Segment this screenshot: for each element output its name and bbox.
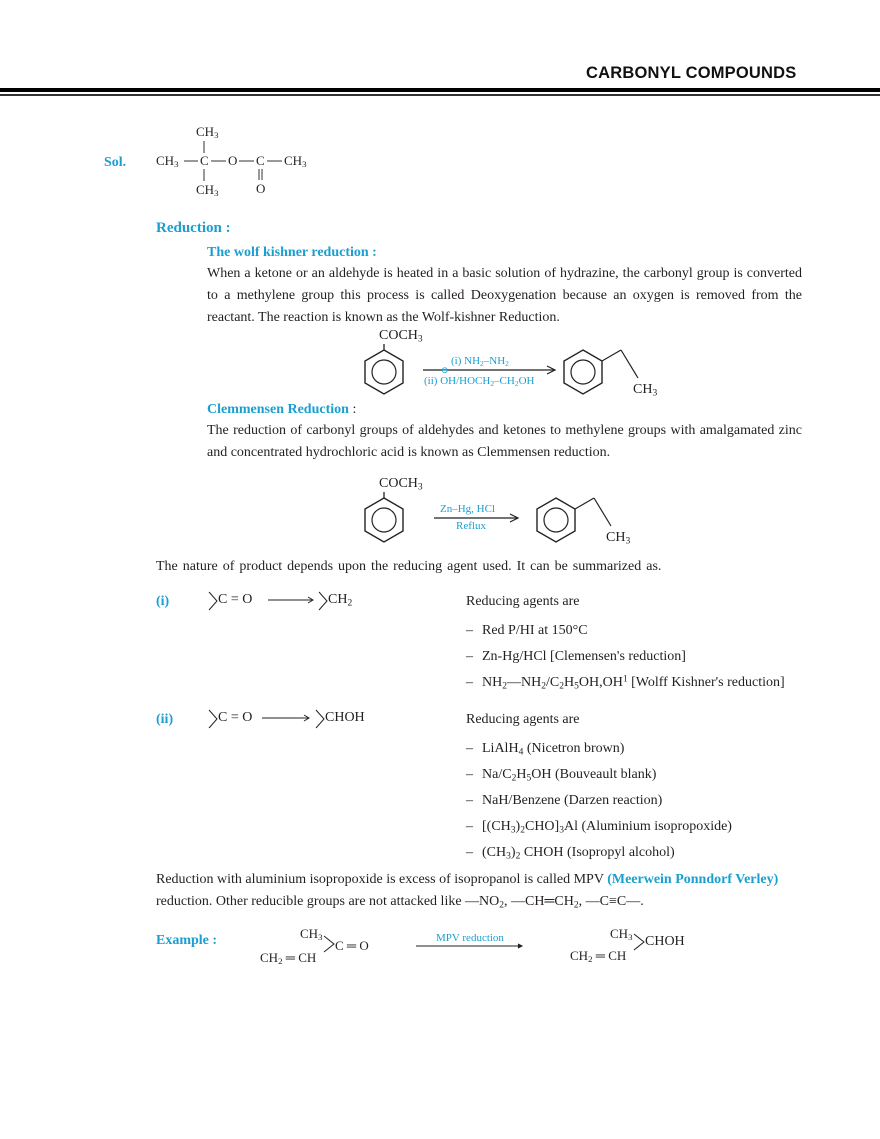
case-ii-label: (ii) bbox=[156, 712, 174, 727]
case-ii-agents-heading: Reducing agents are bbox=[466, 712, 580, 727]
header-rule-thick bbox=[0, 88, 880, 92]
acetophenone-label: COCH3 bbox=[379, 476, 423, 493]
wolf-reagent-top: (i) NH2–NH2 bbox=[451, 355, 509, 368]
example-reactant: CH3 CH2 ═ CH C ═ O bbox=[260, 926, 369, 967]
hydroxide-charge-icon: ⊖ bbox=[441, 365, 449, 375]
case-ii-agent-5: –(CH3)2 CHOH (Isopropyl alcohol) bbox=[466, 845, 675, 862]
wolf-kishner-heading: The wolf kishner reduction : bbox=[207, 245, 377, 260]
case-ii-agent-2: –Na/C2H5OH (Bouveault blank) bbox=[466, 767, 657, 784]
reduction-heading: Reduction : bbox=[156, 220, 231, 236]
clemmensen-reagent-top: Zn–Hg, HCl bbox=[440, 503, 495, 515]
case-ii-agent-4: –[(CH3)2CHO]3Al (Aluminium isopropoxide) bbox=[466, 819, 732, 836]
clemmensen-paragraph: The reduction of carbonyl groups of alde… bbox=[207, 423, 802, 460]
clemmensen-reaction: COCH3 Zn–Hg, HCl Reflux CH3 bbox=[355, 474, 655, 554]
example-product-right: CHOH bbox=[645, 934, 685, 949]
clemmensen-reagent-bottom: Reflux bbox=[456, 520, 486, 532]
wolf-kishner-reaction: COCH3 (i) NH2–NH2 ⊖ (ii) OH/HOCH2–CH2OH … bbox=[355, 326, 675, 406]
tert-butyl-acetate-structure: CH3 CH3 C O C CH3 CH3 O bbox=[156, 124, 307, 199]
mpv-highlight: (Meerwein Ponndorf Verley) bbox=[607, 872, 779, 887]
header-rule-thin bbox=[0, 94, 880, 96]
case-i-agents-heading: Reducing agents are bbox=[466, 594, 580, 609]
mpv-text-1: Reduction with aluminium isopropoxide is… bbox=[156, 872, 608, 887]
case-i-reactant: C = O bbox=[218, 592, 253, 607]
case-ii-agent-1: –LiAlH4 (Nicetron brown) bbox=[466, 741, 625, 758]
mpv-paragraph-line-2: reduction. Other reducible groups are no… bbox=[156, 894, 644, 911]
ethylbenzene-label: CH3 bbox=[633, 382, 658, 399]
page-header-title: CARBONYL COMPOUNDS bbox=[586, 64, 797, 82]
mpv-paragraph-line-1: Reduction with aluminium isopropoxide is… bbox=[156, 869, 806, 891]
wolf-kishner-paragraph: When a ketone or an aldehyde is heated i… bbox=[207, 266, 802, 325]
case-i-label: (i) bbox=[156, 594, 170, 609]
case-i-agent-3: –NH2—NH2/C2H5OH,OH1 [Wolff Kishner's red… bbox=[466, 674, 785, 692]
case-i-agent-2: –Zn-Hg/HCl [Clemensen's reduction] bbox=[466, 649, 686, 664]
case-i-product: CH2 bbox=[328, 592, 353, 609]
clemmensen-heading-suffix: : bbox=[348, 402, 357, 417]
solution-label: Sol. bbox=[104, 155, 127, 170]
summary-text: The nature of product depends upon the r… bbox=[156, 559, 662, 574]
acetophenone-label: COCH3 bbox=[379, 328, 423, 345]
case-ii-reactant: C = O bbox=[218, 710, 253, 725]
case-ii-agent-3: –NaH/Benzene (Darzen reaction) bbox=[466, 793, 663, 808]
benzene-ring-icon bbox=[364, 344, 639, 395]
benzene-ring-icon bbox=[364, 492, 612, 543]
clemmensen-heading: Clemmensen Reduction bbox=[207, 402, 349, 417]
case-i-agent-1: –Red P/HI at 150°C bbox=[466, 623, 588, 638]
mpv-reagent-label: MPV reduction bbox=[436, 932, 504, 944]
example-product: CH3 CH2 ═ CH CHOH bbox=[570, 926, 685, 965]
case-ii-equation: C = O CHOH bbox=[206, 708, 386, 734]
example-label: Example : bbox=[156, 933, 218, 948]
wolf-reagent-bottom: (ii) OH/HOCH2–CH2OH bbox=[424, 375, 535, 388]
ethylbenzene-label: CH3 bbox=[606, 530, 631, 547]
mpv-reaction-arrow: MPV reduction bbox=[414, 930, 524, 950]
case-i-equation: C = O CH2 bbox=[206, 590, 376, 616]
clemmensen-heading-line: Clemmensen Reduction : bbox=[207, 399, 356, 421]
case-ii-product: CHOH bbox=[325, 710, 365, 725]
